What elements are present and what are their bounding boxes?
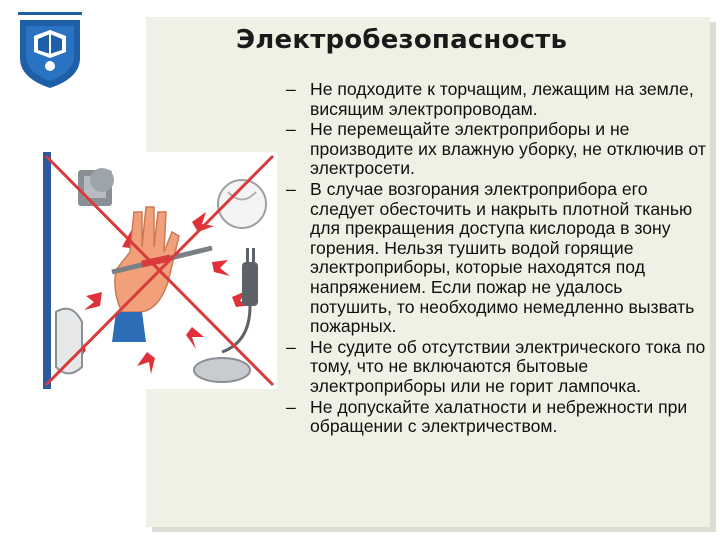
rule-item: Не перемещайте электроприборы и не произ… (280, 119, 708, 179)
safety-rules-list: Не подходите к торчащим, лежащим на земл… (280, 79, 708, 438)
rule-item: Не допускайте халатности и небрежности п… (280, 397, 708, 437)
university-shield-logo-icon (18, 12, 82, 88)
electrical-hazard-prohibition-picture-icon (42, 152, 277, 389)
rule-item: Не подходите к торчащим, лежащим на земл… (280, 79, 708, 119)
electrical-hazard-illustration (42, 152, 277, 389)
rule-item: Не судите об отсутствии электрического т… (280, 337, 708, 397)
rule-item: В случае возгорания электроприбора его с… (280, 179, 708, 337)
page-title: Электробезопасность (236, 25, 568, 55)
